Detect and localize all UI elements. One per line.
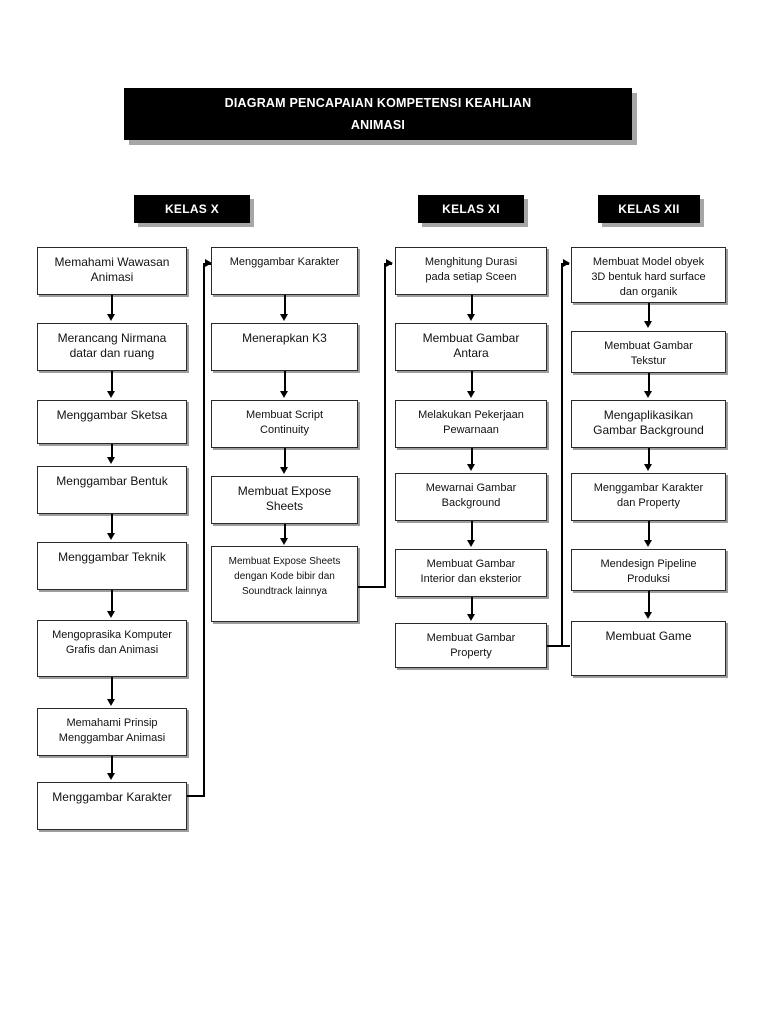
connector-c1-6 [111, 677, 113, 701]
node-membuat-gambar-antara[interactable]: Membuat Gambar Antara [395, 323, 547, 371]
node-menggambar-bentuk[interactable]: Menggambar Bentuk [37, 466, 187, 514]
arrowhead-c3-1 [467, 314, 475, 321]
connector-c1-1 [111, 295, 113, 316]
node-menggambar-karakter-property[interactable]: Menggambar Karakter dan Property [571, 473, 726, 521]
arrowhead-c4-3 [644, 464, 652, 471]
arrowhead-c1c2 [205, 259, 212, 267]
connector-c4-3 [648, 448, 650, 466]
node-mengaplikasikan-gambar-bg[interactable]: Mengaplikasikan Gambar Background [571, 400, 726, 448]
node-menghitung-durasi[interactable]: Menghitung Durasi pada setiap Sceen [395, 247, 547, 295]
node-membuat-script-continuity[interactable]: Membuat Script Continuity [211, 400, 358, 448]
title-line-2: ANIMASI [350, 118, 406, 132]
crosslink-c3c4-h-out [547, 645, 570, 647]
connector-c4-4 [648, 521, 650, 542]
arrowhead-c2-4 [280, 538, 288, 545]
node-menggambar-teknik[interactable]: Menggambar Teknik [37, 542, 187, 590]
arrowhead-c1-4 [107, 533, 115, 540]
node-membuat-gambar-property[interactable]: Membuat Gambar Property [395, 623, 547, 668]
arrowhead-c4-4 [644, 540, 652, 547]
node-membuat-model-obyek-3d[interactable]: Membuat Model obyek 3D bentuk hard surfa… [571, 247, 726, 303]
node-memahami-wawasan-animasi[interactable]: Memahami Wawasan Animasi [37, 247, 187, 295]
connector-c2-1 [284, 295, 286, 316]
node-membuat-expose-sheets[interactable]: Membuat Expose Sheets [211, 476, 358, 524]
diagram-title-banner: DIAGRAM PENCAPAIAN KOMPETENSI KEAHLIAN A… [124, 88, 632, 140]
arrowhead-c3c4 [563, 259, 570, 267]
class-header-kelas-xii: KELAS XII [598, 195, 700, 223]
arrowhead-c1-2 [107, 391, 115, 398]
arrowhead-c2-1 [280, 314, 288, 321]
arrowhead-c1-5 [107, 611, 115, 618]
connector-c4-1 [648, 303, 650, 322]
node-memahami-prinsip-menggambar[interactable]: Memahami Prinsip Menggambar Animasi [37, 708, 187, 756]
arrowhead-c2-2 [280, 391, 288, 398]
crosslink-c3c4-v [561, 263, 563, 646]
node-mewarnai-gambar-background[interactable]: Mewarnai Gambar Background [395, 473, 547, 521]
class-header-kelas-x: KELAS X [134, 195, 250, 223]
connector-c2-3 [284, 448, 286, 469]
node-menggambar-karakter-col2[interactable]: Menggambar Karakter [211, 247, 358, 295]
connector-c4-2 [648, 373, 650, 392]
connector-c3-2 [471, 371, 473, 393]
crosslink-c1c2-h-out [187, 795, 204, 797]
node-melakukan-pekerjaan-pewarnaan[interactable]: Melakukan Pekerjaan Pewarnaan [395, 400, 547, 448]
arrowhead-c1-6 [107, 699, 115, 706]
connector-c1-4 [111, 514, 113, 535]
arrowhead-c4-2 [644, 391, 652, 398]
node-menerapkan-k3[interactable]: Menerapkan K3 [211, 323, 358, 371]
connector-c3-3 [471, 448, 473, 466]
arrowhead-c1-7 [107, 773, 115, 780]
arrowhead-c2c3 [386, 259, 393, 267]
node-membuat-gambar-interior[interactable]: Membuat Gambar Interior dan eksterior [395, 549, 547, 597]
connector-c3-4 [471, 521, 473, 542]
node-menggambar-sketsa[interactable]: Menggambar Sketsa [37, 400, 187, 444]
node-mendesign-pipeline-produksi[interactable]: Mendesign Pipeline Produksi [571, 549, 726, 591]
node-membuat-gambar-tekstur[interactable]: Membuat Gambar Tekstur [571, 331, 726, 373]
arrowhead-c3-5 [467, 614, 475, 621]
connector-c3-5 [471, 597, 473, 616]
title-line-1: DIAGRAM PENCAPAIAN KOMPETENSI KEAHLIAN [224, 96, 532, 110]
arrowhead-c4-1 [644, 321, 652, 328]
node-membuat-game[interactable]: Membuat Game [571, 621, 726, 676]
connector-c1-2 [111, 371, 113, 393]
connector-c1-7 [111, 756, 113, 775]
connector-c4-5 [648, 591, 650, 614]
class-header-kelas-xi: KELAS XI [418, 195, 524, 223]
arrowhead-c4-5 [644, 612, 652, 619]
connector-c1-3 [111, 444, 113, 459]
connector-c3-1 [471, 295, 473, 316]
node-membuat-expose-sheets-kode[interactable]: Membuat Expose Sheets dengan Kode bibir … [211, 546, 358, 622]
arrowhead-c3-4 [467, 540, 475, 547]
connector-c2-4 [284, 524, 286, 540]
crosslink-c2c3-v [384, 263, 386, 588]
connector-c1-5 [111, 590, 113, 613]
arrowhead-c3-3 [467, 464, 475, 471]
arrowhead-c3-2 [467, 391, 475, 398]
crosslink-c1c2-v [203, 263, 205, 797]
connector-c2-2 [284, 371, 286, 393]
crosslink-c2c3-h-out [358, 586, 385, 588]
node-menggambar-karakter-col1[interactable]: Menggambar Karakter [37, 782, 187, 830]
arrowhead-c2-3 [280, 467, 288, 474]
node-mengoprasika-komputer-grafis[interactable]: Mengoprasika Komputer Grafis dan Animasi [37, 620, 187, 677]
node-merancang-nirmana[interactable]: Merancang Nirmana datar dan ruang [37, 323, 187, 371]
arrowhead-c1-1 [107, 314, 115, 321]
arrowhead-c1-3 [107, 457, 115, 464]
